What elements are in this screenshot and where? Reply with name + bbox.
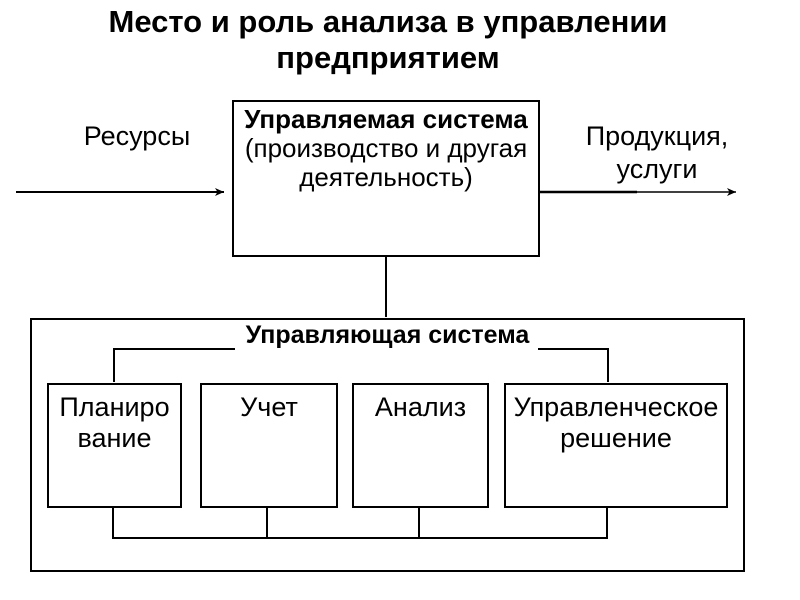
box-decision: Управленческое решение [504, 383, 728, 508]
box-planning-label-line1: Планиро [59, 392, 170, 422]
box-planning: Планиро вание [47, 383, 182, 508]
products-label: Продукция, услуги [585, 121, 729, 184]
box-accounting-label: Учет [240, 392, 298, 422]
box-decision-label: Управленческое решение [513, 392, 719, 453]
resources-label: Ресурсы [83, 121, 191, 151]
managed-system-title: Управляемая система [244, 104, 528, 134]
control-system-title: Управляющая система [245, 321, 530, 349]
control-system-box [30, 318, 745, 572]
box-analysis: Анализ [352, 383, 489, 508]
slide-title: Место и роль анализа в управлении предпр… [108, 4, 668, 75]
managed-system-box: Управляемая система (производство и друг… [232, 100, 540, 257]
bracket-left [113, 348, 235, 382]
bottom-bus [112, 507, 608, 539]
box-planning-label-line2: вание [77, 423, 152, 453]
managed-system-subtitle-line2: деятельность) [299, 162, 473, 192]
box-accounting: Учет [200, 383, 338, 508]
bracket-right [538, 348, 609, 382]
box-analysis-label: Анализ [374, 392, 467, 422]
managed-system-subtitle-line1: (производство и другая [244, 133, 528, 163]
